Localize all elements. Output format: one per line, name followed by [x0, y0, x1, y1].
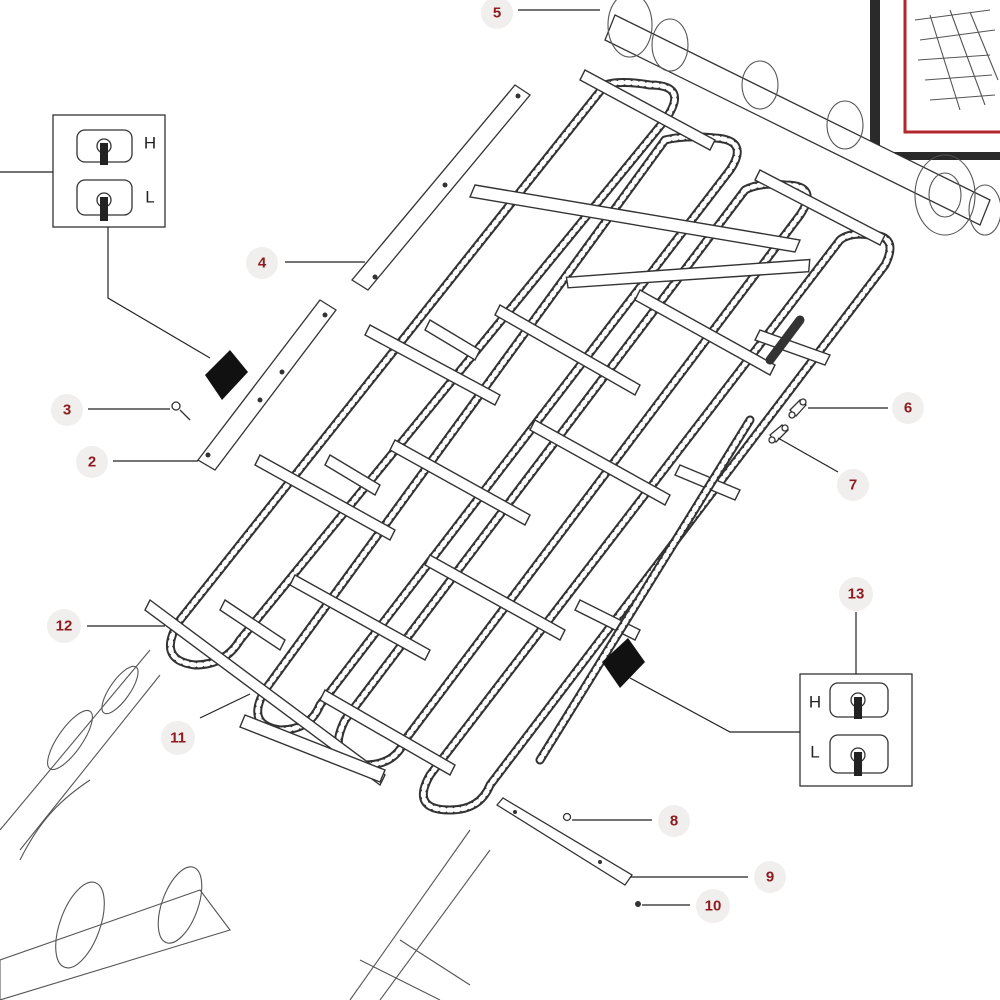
inset-right-top-letter: H	[809, 693, 821, 712]
setting-h-icon	[829, 682, 889, 719]
callout-8[interactable]: 8	[658, 805, 690, 837]
part-8-bolt[interactable]	[562, 812, 572, 822]
setting-l-icon	[829, 734, 889, 776]
callout-7-label: 7	[849, 477, 857, 494]
callout-12-label: 12	[56, 618, 73, 635]
callout-9-label: 9	[766, 869, 774, 886]
leader-lines	[0, 9, 888, 906]
callout-10-label: 10	[705, 898, 722, 915]
part-4-rail[interactable]	[351, 84, 531, 291]
callout-3-label: 3	[63, 402, 71, 419]
callout-13-label: 13	[848, 586, 865, 603]
slats	[219, 184, 831, 783]
callout-2-label: 2	[88, 454, 96, 471]
part-7-offset-link[interactable]	[768, 424, 789, 444]
drive-shaft-assembly	[604, 0, 1000, 236]
callout-9[interactable]: 9	[754, 861, 786, 893]
label-sticker-icon	[602, 638, 645, 688]
inset-right: H L	[799, 673, 913, 787]
callout-6[interactable]: 6	[892, 392, 924, 424]
callout-11[interactable]: 11	[161, 721, 195, 755]
setting-h-icon	[76, 129, 133, 165]
page-thumbnail[interactable]	[870, 0, 1000, 160]
feeder-shaft-assembly	[0, 649, 491, 1000]
inset-left: H L	[52, 114, 166, 228]
callout-10[interactable]: 10	[696, 889, 730, 923]
inset-left-bottom-letter: L	[145, 188, 154, 207]
callout-13[interactable]: 13	[839, 577, 873, 611]
inset-right-bottom-letter: L	[810, 743, 819, 762]
part-2-strip[interactable]	[197, 299, 337, 471]
label-sticker-icon	[205, 350, 248, 400]
part-9-scraper-bar[interactable]	[496, 797, 633, 886]
inset-left-top-letter: H	[144, 134, 156, 153]
callout-11-label: 11	[170, 730, 186, 747]
callout-12[interactable]: 12	[47, 609, 81, 643]
callout-7[interactable]: 7	[837, 469, 869, 501]
callout-4-label: 4	[258, 255, 267, 272]
setting-l-icon	[76, 179, 133, 221]
callout-2[interactable]: 2	[76, 446, 108, 478]
slat-conveyor	[144, 69, 895, 815]
callout-3[interactable]: 3	[51, 394, 83, 426]
callout-5-label: 5	[493, 5, 501, 22]
part-3-bolt[interactable]	[171, 401, 191, 421]
part-10-nut[interactable]	[635, 901, 641, 907]
part-6-connector-link[interactable]	[788, 398, 807, 419]
callout-8-label: 8	[670, 813, 678, 830]
callout-6-label: 6	[904, 400, 912, 417]
callout-4[interactable]: 4	[246, 247, 278, 279]
callout-5[interactable]: 5	[481, 0, 513, 29]
